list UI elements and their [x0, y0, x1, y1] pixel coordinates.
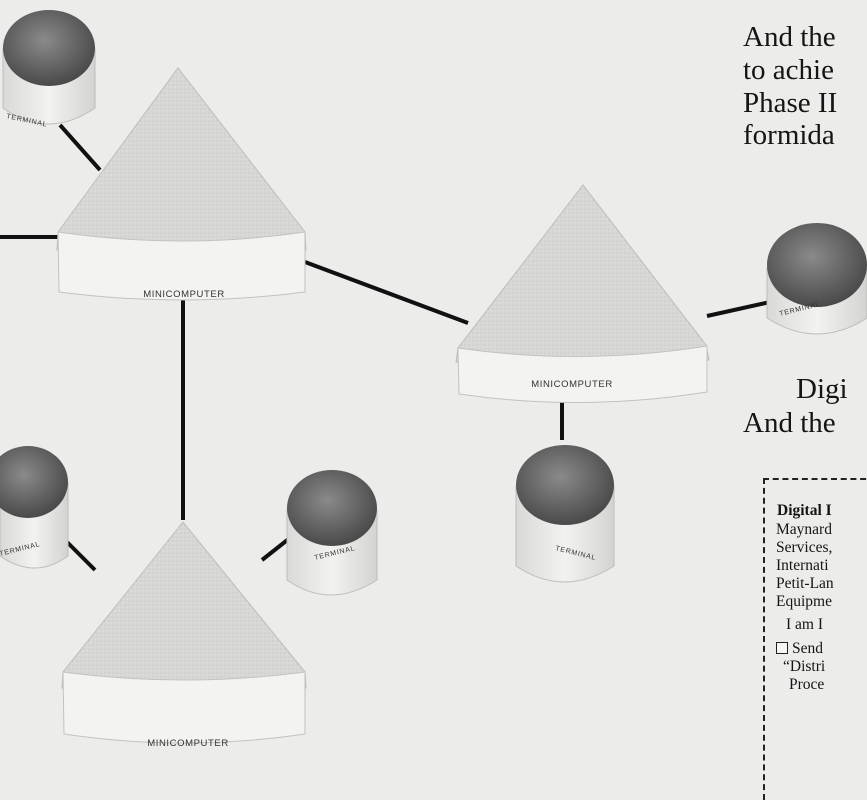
coupon-address-line: Petit-Lan [776, 575, 834, 592]
coupon-address-line: Services, [776, 539, 833, 556]
minicomputer-label: MINICOMPUTER [147, 738, 229, 749]
body-line: And the [743, 407, 836, 439]
minicomputer-label: MINICOMPUTER [143, 289, 225, 300]
body-line: Phase II [743, 87, 838, 119]
terminal-node: TERMINAL [286, 470, 378, 596]
minicomputer-node: MINICOMPUTER [56, 67, 307, 301]
coupon-address-line: Equipme [776, 593, 832, 610]
body-line: formida [743, 119, 835, 151]
coupon-quote-line: Proce [789, 676, 825, 693]
link-line [58, 123, 102, 172]
network-illustration: MINICOMPUTER MINICOMPUTER MINICOMPUTER T… [0, 10, 867, 749]
coupon-i-am-line: I am I [786, 616, 824, 633]
terminal-node: TERMINAL [515, 445, 615, 583]
body-line: Digi [796, 373, 848, 405]
body-line: And the [743, 21, 836, 53]
coupon-dashed-border [763, 478, 867, 800]
coupon-heading: Digital I [777, 502, 832, 519]
minicomputer-node: MINICOMPUTER [455, 184, 710, 403]
coupon-address-line: Maynard [776, 521, 832, 538]
coupon-checkbox[interactable] [776, 642, 788, 654]
terminal-node: TERMINAL [2, 10, 96, 129]
minicomputer-label: MINICOMPUTER [531, 379, 613, 390]
coupon-address-line: Internati [776, 557, 829, 574]
coupon-checkbox-row[interactable]: Send [776, 640, 823, 657]
minicomputer-node: MINICOMPUTER [61, 521, 307, 749]
terminal-node: TERMINAL [766, 223, 867, 335]
body-line: to achie [743, 54, 834, 86]
link-line [304, 260, 469, 325]
link-line [706, 300, 771, 318]
terminal-node: TERMINAL [0, 446, 69, 569]
coupon-checkbox-label: Send [792, 640, 823, 657]
coupon-quote-line: “Distri [783, 658, 826, 675]
